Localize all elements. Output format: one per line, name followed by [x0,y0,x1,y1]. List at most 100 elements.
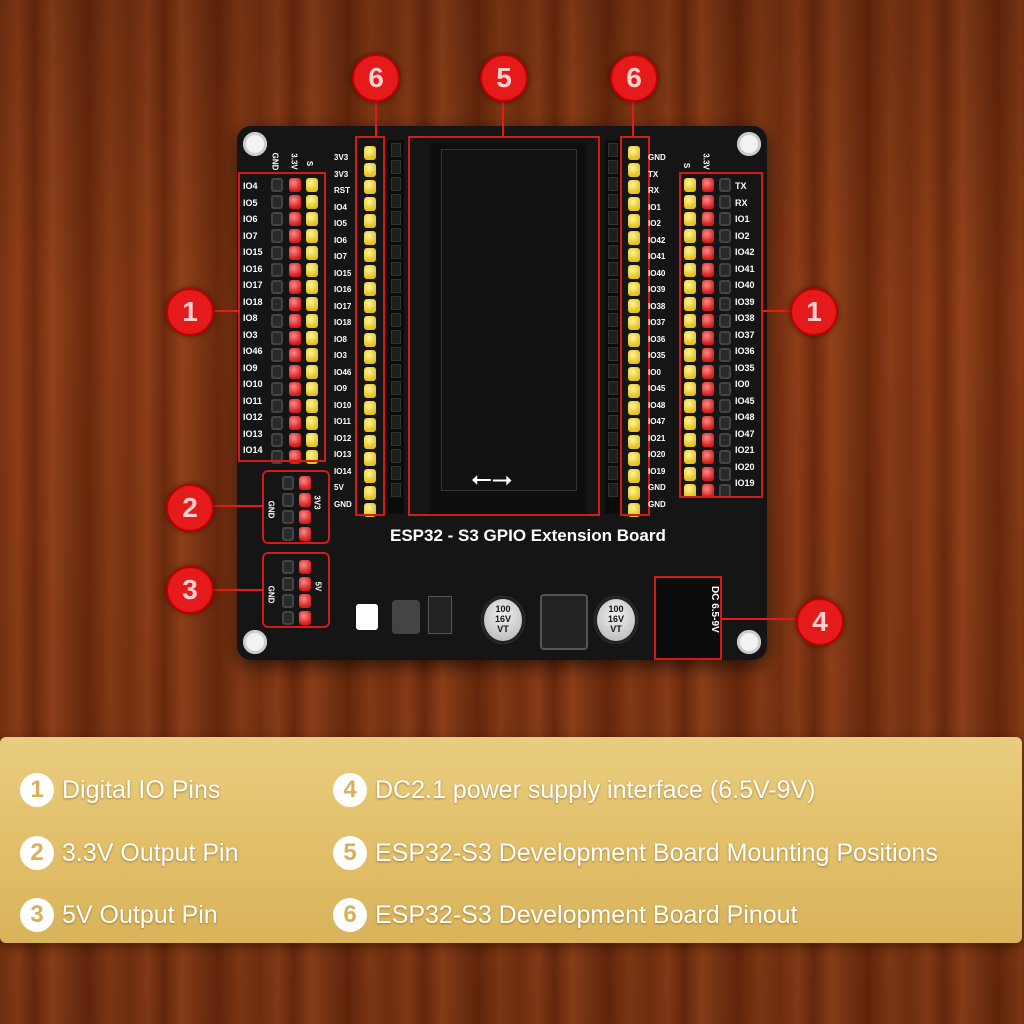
callout-4: 4 [796,598,844,646]
socket-hole [608,330,618,344]
socket-hole [391,432,401,446]
right-signal-pins [684,178,696,498]
pin-label: IO5 [243,197,258,208]
header-pin [364,418,376,432]
header-pin [364,367,376,381]
header-pin [684,365,696,379]
inner-left-pins [364,146,376,517]
header-pin [702,433,714,447]
header-pin [719,178,731,192]
socket-hole [608,313,618,327]
callout-1-right: 1 [790,288,838,336]
header-pin [289,297,301,311]
header-pin [628,282,640,296]
out33-v-label: 3V3 [312,495,322,510]
power-switch[interactable] [540,594,588,650]
header-pin [684,229,696,243]
pin-label: IO13 [243,428,263,439]
header-pin [684,450,696,464]
pin-label: RST [334,186,350,195]
header-pin [684,212,696,226]
header-pin [271,195,283,209]
header-pin [289,263,301,277]
socket-hole [608,381,618,395]
board-title: ESP32 - S3 GPIO Extension Board [390,526,666,545]
pin-label: IO36 [648,334,666,344]
header-pin [628,248,640,262]
mounting-hole [737,132,761,156]
header-pin [364,435,376,449]
header-pin [628,401,640,415]
header-pin [719,195,731,209]
pin-label: IO20 [648,450,666,459]
pin-label: 3V3 [334,169,349,179]
header-pin [271,297,283,311]
socket-hole [391,228,401,242]
header-pin [306,365,318,379]
pin-label: IO19 [648,466,666,476]
pin-label: 3V3 [334,153,349,162]
legend-text: 3.3V Output Pin [62,838,239,867]
header-pin [719,416,731,430]
header-pin [364,350,376,364]
socket-hole [391,245,401,259]
header-pin [684,399,696,413]
header-pin [684,178,696,192]
header-pin [306,348,318,362]
header-pin [702,484,714,498]
header-pin [364,163,376,177]
header-pin [628,435,640,449]
dc-jack[interactable] [654,576,722,660]
header-pin [289,348,301,362]
header-pin [702,314,714,328]
socket-hole [391,313,401,327]
output-3v3-box [262,470,330,544]
pin-label: TX [735,181,747,191]
header-pin [702,382,714,396]
socket-hole [391,330,401,344]
header-pin [719,467,731,481]
header-pin [684,280,696,294]
socket-hole [608,177,618,191]
left-header-s: S [305,160,315,167]
connector-line [762,310,794,312]
connector-line [375,98,377,138]
header-pin [702,246,714,260]
pin-label: 5V [334,483,344,492]
pin-label: IO19 [735,478,755,488]
legend-text: Digital IO Pins [62,775,221,804]
pin-label: IO14 [334,466,352,476]
header-pin [684,263,696,277]
header-pin [628,299,640,313]
header-pin [306,416,318,430]
mounting-box [408,136,600,516]
header-pin [271,416,283,430]
header-pin [702,416,714,430]
header-pin [628,146,640,160]
pin-label: IO0 [648,367,661,377]
header-pin [306,263,318,277]
header-pin [306,399,318,413]
header-pin [719,382,731,396]
header-pin [364,401,376,415]
pin-label: IO16 [243,263,263,274]
header-pin [628,350,640,364]
pin-label: IO3 [334,351,347,360]
header-pin [271,178,283,192]
legend-text: DC2.1 power supply interface (6.5V-9V) [375,775,816,804]
regulator-chip [428,596,452,634]
pin-label: IO39 [648,285,666,294]
connector-line [212,589,264,591]
digital-io-box-right [679,172,763,498]
header-pin [271,263,283,277]
callout-5: 5 [480,54,528,102]
header-pin [289,433,301,447]
pin-label: IO1 [648,202,661,212]
pin-label: IO9 [334,384,347,393]
socket-hole [608,245,618,259]
